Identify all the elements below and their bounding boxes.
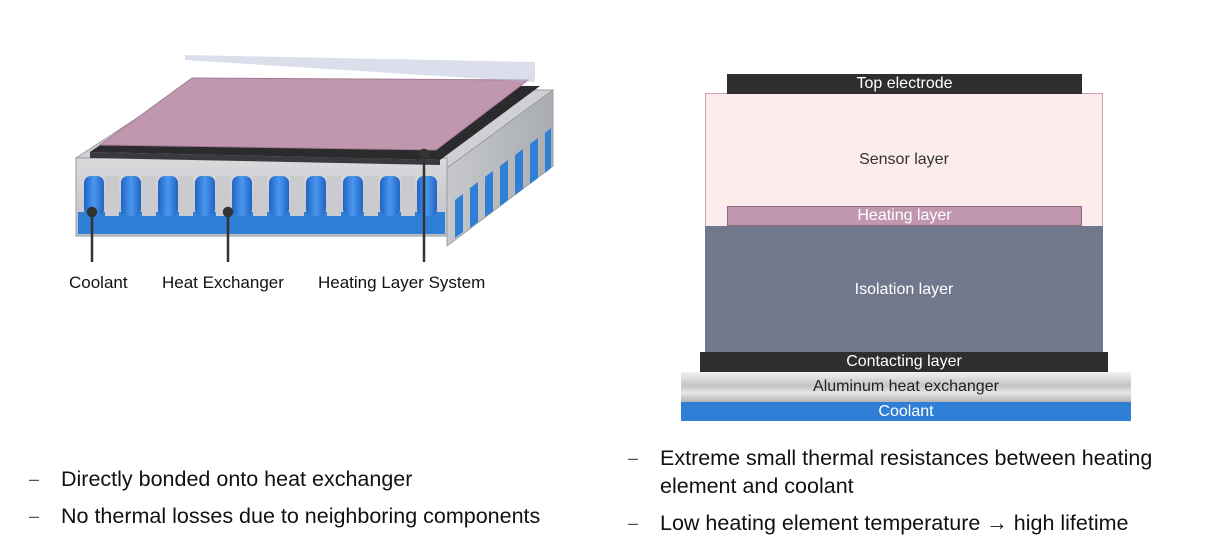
bullet-text: No thermal losses due to neighboring com… (61, 504, 541, 528)
top-electrode-label: Top electrode (856, 75, 953, 92)
isolation-layer: Isolation layer (705, 226, 1103, 354)
isolation-layer-label: Isolation layer (854, 281, 954, 298)
heat-exchanger-label: Heat Exchanger (162, 273, 284, 292)
coolant-layer-label: Coolant (878, 402, 934, 420)
list-item: – Extreme small thermal resistances betw… (628, 444, 1208, 500)
heating-layer-label: Heating layer (857, 207, 952, 224)
contacting-layer-label: Contacting layer (846, 353, 962, 370)
front-coolant-channels (78, 176, 445, 234)
top-electrode-layer: Top electrode (727, 74, 1082, 94)
list-item: – Directly bonded onto heat exchanger (29, 465, 609, 493)
label-leader-lines (86, 148, 430, 262)
left-bullet-list: – Directly bonded onto heat exchanger – … (29, 465, 609, 530)
bullet-text: Directly bonded onto heat exchanger (61, 467, 413, 491)
sensor-layer-label: Sensor layer (859, 151, 949, 168)
heating-layer-system-label: Heating Layer System (318, 273, 486, 292)
side-coolant-channels (455, 128, 551, 238)
bullet-dash: – (628, 448, 639, 468)
bullet-dash: – (29, 469, 40, 489)
sensor-layer: Sensor layer (705, 93, 1103, 227)
coolant-layer: Coolant (681, 402, 1131, 421)
bullet-dash: – (29, 506, 40, 526)
bullet-text: Low heating element temperature → high l… (660, 511, 1129, 535)
heating-layer: Heating layer (727, 206, 1082, 226)
list-item: – Low heating element temperature → high… (628, 509, 1208, 537)
contacting-layer: Contacting layer (700, 352, 1108, 372)
list-item: – No thermal losses due to neighboring c… (29, 502, 609, 530)
right-bullet-list: – Extreme small thermal resistances betw… (628, 444, 1208, 537)
aluminum-heat-exchanger-label: Aluminum heat exchanger (813, 378, 999, 395)
bullet-text: Extreme small thermal resistances betwee… (660, 446, 1153, 498)
heat-exchanger-3d-illustration (74, 55, 555, 262)
bullet-dash: – (628, 513, 639, 533)
coolant-label: Coolant (69, 273, 128, 292)
aluminum-heat-exchanger-layer: Aluminum heat exchanger (681, 372, 1131, 402)
